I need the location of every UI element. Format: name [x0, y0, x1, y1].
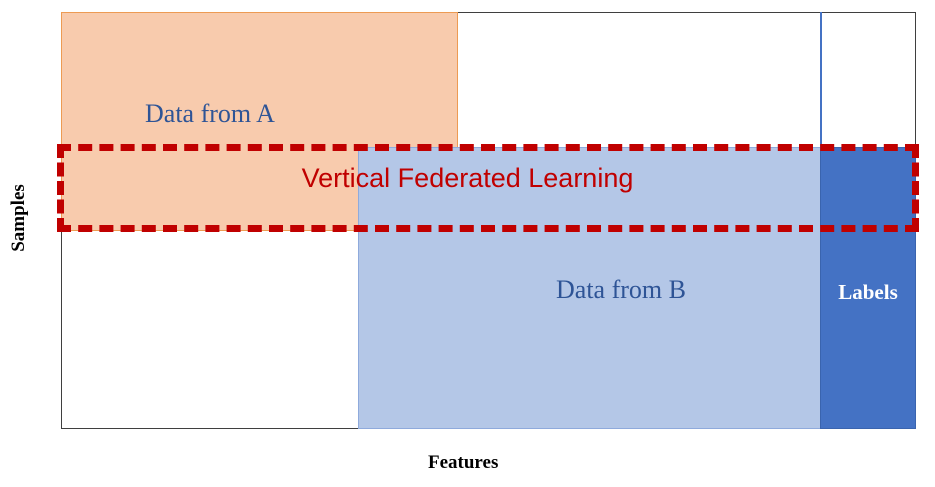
region-label-data-from-b: Data from B	[556, 275, 686, 304]
labels-column-divider	[820, 12, 822, 148]
highlight-label-vertical-federated-learning: Vertical Federated Learning	[301, 163, 634, 193]
region-label-labels: Labels	[838, 280, 898, 304]
region-labels-column	[820, 147, 916, 429]
x-axis-title: Features	[428, 452, 499, 473]
region-label-data-from-a: Data from A	[145, 99, 275, 128]
y-axis-title: Samples	[8, 184, 29, 252]
